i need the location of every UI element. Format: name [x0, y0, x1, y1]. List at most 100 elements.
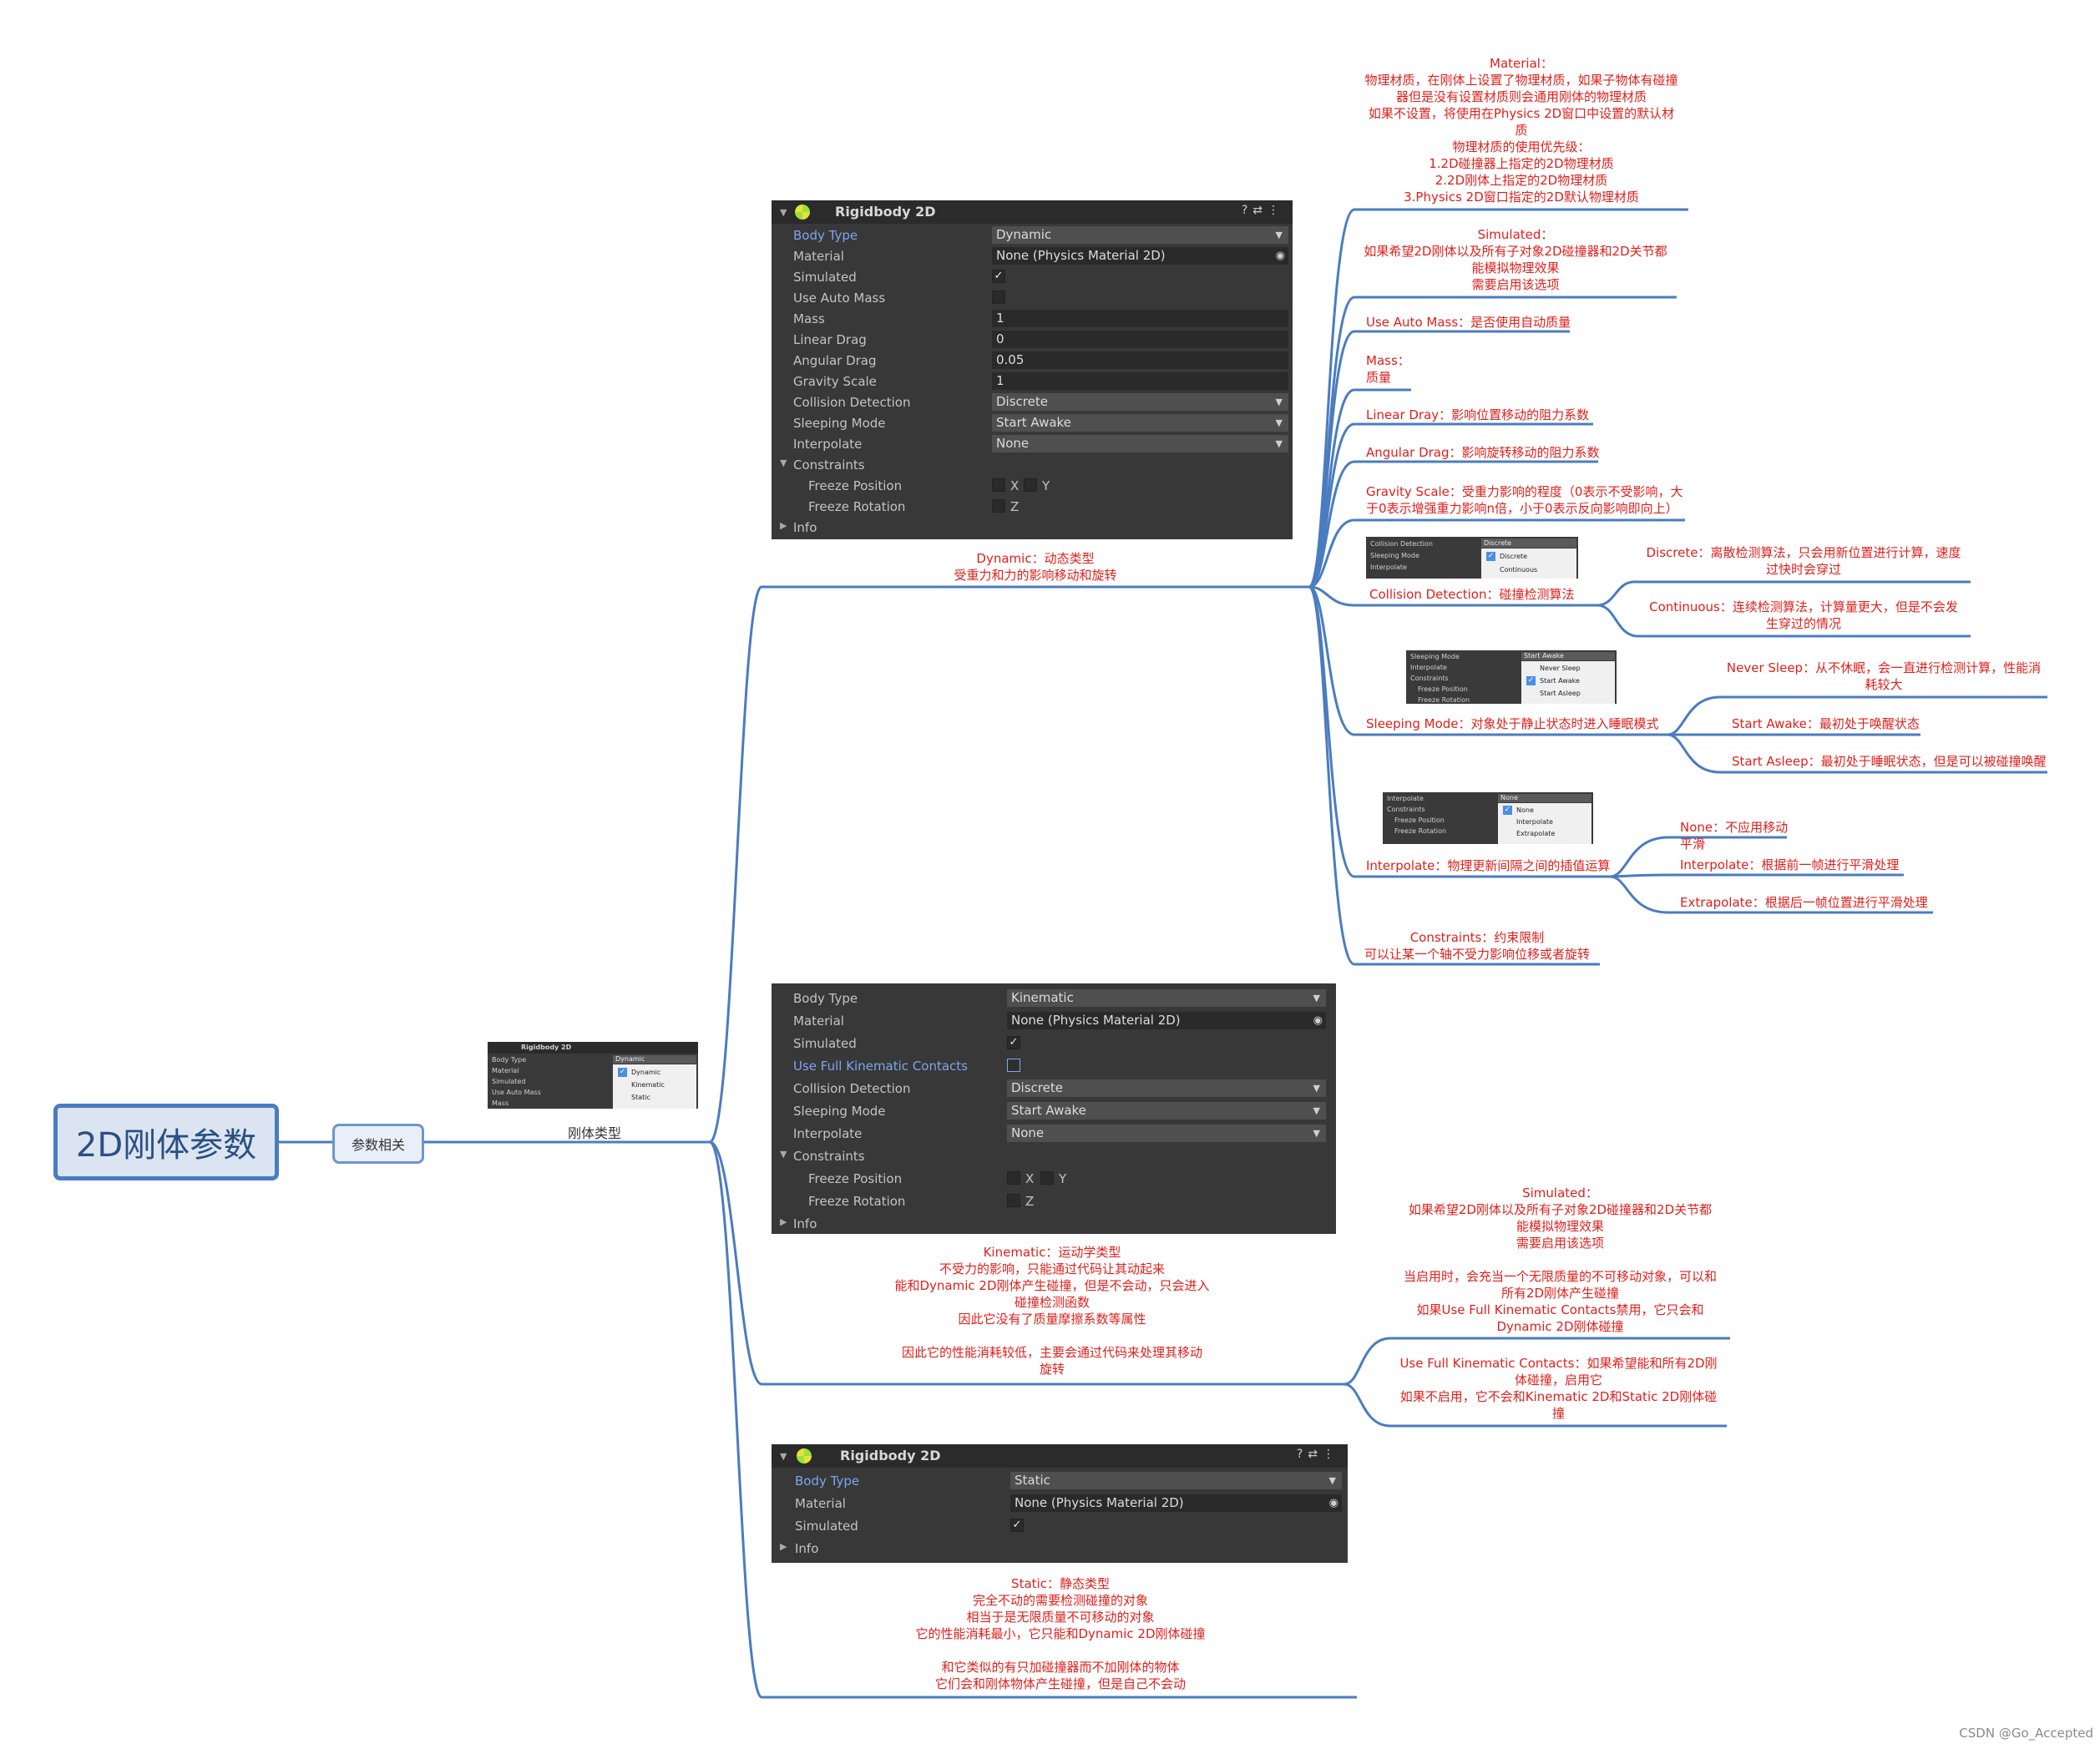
angular-drag-field[interactable]: 0.05	[992, 351, 1288, 369]
root-title: 2D刚体参数	[75, 1126, 257, 1165]
prop-label: Freeze Rotation	[808, 499, 906, 514]
note-kinematic: Kinematic：运动学类型 不受力的影响，只能通过代码让其动起来 能和Dyn…	[894, 1245, 1210, 1377]
fold-arrow-icon[interactable]: ▼	[780, 1149, 787, 1160]
note-constraints: Constraints：约束限制 可以让某一个轴不受力影响位移或者旋转	[1364, 930, 1590, 962]
mini-row: Interpolate	[1387, 795, 1424, 802]
fold-arrow-icon[interactable]: ▼	[780, 457, 787, 468]
note-start-asleep: Start Asleep：最初处于睡眠状态，但是可以被碰撞唤醒	[1732, 754, 2047, 769]
gravity-scale-field[interactable]: 1	[992, 372, 1288, 390]
mini-interpolate-thumbnail: Interpolate Constraints Freeze Position …	[1383, 792, 1593, 844]
caret-down-icon: ▼	[1275, 397, 1283, 407]
simulated-checkbox[interactable]: ✓	[992, 270, 1005, 283]
object-picker-icon[interactable]: ◉	[1313, 1014, 1323, 1027]
interpolate-dropdown[interactable]: None ▼	[1007, 1125, 1326, 1142]
fold-arrow-icon[interactable]: ▼	[780, 1451, 787, 1462]
fold-arrow-icon[interactable]: ▶	[780, 520, 787, 531]
prop-label: Constraints	[793, 1149, 865, 1164]
branch-label: 刚体类型	[568, 1125, 622, 1141]
prop-label: Collision Detection	[793, 395, 911, 410]
simulated-checkbox[interactable]: ✓	[1010, 1519, 1024, 1532]
mini-row: Freeze Rotation	[1394, 827, 1447, 835]
panel-tools-icons[interactable]: ?⇄⋮	[1296, 1448, 1339, 1461]
mini-dropdown-menu: ✓ Dynamic Kinematic Static	[613, 1064, 696, 1109]
note-dynamic: Dynamic：动态类型 受重力和力的影响移动和旋转	[954, 551, 1117, 583]
dropdown-value: Discrete	[1011, 1080, 1063, 1095]
panel-title: Rigidbody 2D	[840, 1448, 941, 1463]
body-type-dropdown[interactable]: Kinematic▼	[1007, 989, 1326, 1007]
body-type-dropdown[interactable]: Static▼	[1010, 1472, 1342, 1489]
mini-dropdown-menu: ✓ Discrete Continuous	[1481, 548, 1576, 579]
axis-label: Z	[1025, 1194, 1035, 1209]
mini-row: Body Type	[492, 1056, 527, 1064]
field-value: 1	[996, 373, 1004, 388]
material-field[interactable]: None (Physics Material 2D)◉	[1010, 1494, 1342, 1512]
prop-label: Info	[793, 1216, 817, 1231]
prop-label: Body Type	[795, 1474, 860, 1489]
prop-label: Info	[795, 1541, 819, 1556]
mini-collision-thumbnail: Collision Detection Sleeping Mode Interp…	[1366, 537, 1578, 579]
root-node[interactable]: 2D刚体参数	[53, 1104, 279, 1180]
mini-selected: Discrete	[1481, 538, 1576, 548]
simulated-checkbox[interactable]: ✓	[1007, 1036, 1020, 1049]
caret-down-icon: ▼	[1313, 1128, 1320, 1139]
check-icon: ✓	[1526, 676, 1536, 685]
axis-label: Y	[1042, 478, 1050, 493]
caret-down-icon: ▼	[1275, 438, 1283, 449]
sleeping-mode-dropdown[interactable]: Start Awake▼	[1007, 1102, 1326, 1120]
object-picker-icon[interactable]: ◉	[1328, 1497, 1338, 1509]
full-kinematic-contacts-checkbox[interactable]	[1007, 1059, 1020, 1072]
linear-drag-field[interactable]: 0	[992, 331, 1288, 348]
body-type-dropdown[interactable]: Dynamic ▼	[992, 226, 1288, 244]
caret-down-icon: ▼	[1275, 417, 1283, 428]
dropdown-value: Static	[1015, 1473, 1050, 1488]
sleeping-mode-dropdown[interactable]: Start Awake▼	[992, 414, 1288, 432]
caret-down-icon: ▼	[1275, 230, 1283, 240]
check-icon: ✓	[618, 1068, 627, 1077]
dropdown-value: Dynamic	[996, 227, 1052, 242]
freeze-x-checkbox[interactable]	[1007, 1171, 1020, 1185]
dropdown-value: None	[1011, 1125, 1045, 1140]
mini-title: Rigidbody 2D	[521, 1044, 572, 1051]
fold-arrow-icon[interactable]: ▼	[780, 207, 787, 218]
rigidbody-logo-icon	[797, 1448, 812, 1463]
object-picker-icon[interactable]: ◉	[1275, 250, 1285, 262]
freeze-z-checkbox[interactable]	[1007, 1194, 1020, 1207]
note-use-auto-mass: Use Auto Mass：是否使用自动质量	[1366, 315, 1571, 330]
prop-label: Simulated	[793, 1036, 857, 1051]
collision-detection-dropdown[interactable]: Discrete▼	[992, 393, 1288, 411]
freeze-z-checkbox[interactable]	[992, 499, 1005, 513]
mass-field[interactable]: 1	[992, 310, 1288, 327]
mini-option: None	[1516, 806, 1534, 814]
prop-label: Body Type	[793, 228, 858, 243]
mini-dropdown-menu: ✓ None Interpolate Extrapolate	[1498, 803, 1591, 844]
note-continuous: Continuous：连续检测算法，计算量更大，但是不会发 生穿过的情况	[1649, 599, 1958, 631]
sub-node[interactable]: 参数相关	[332, 1124, 424, 1164]
prop-label: Interpolate	[793, 437, 863, 452]
interpolate-dropdown[interactable]: None▼	[992, 435, 1288, 452]
freeze-x-checkbox[interactable]	[992, 478, 1005, 492]
axis-label: Y	[1059, 1171, 1067, 1186]
mini-row: Interpolate	[1370, 564, 1407, 571]
mini-row: Interpolate	[1410, 664, 1447, 671]
prop-label: Collision Detection	[793, 1081, 911, 1096]
sub-title: 参数相关	[351, 1137, 405, 1153]
mini-row: Sleeping Mode	[1370, 552, 1419, 559]
fold-arrow-icon[interactable]: ▶	[780, 1541, 787, 1552]
prop-label: Material	[795, 1496, 846, 1511]
freeze-y-checkbox[interactable]	[1024, 478, 1037, 492]
material-field[interactable]: None (Physics Material 2D)◉	[1007, 1012, 1326, 1029]
panel-tools-icons[interactable]: ?⇄⋮	[1241, 204, 1284, 217]
note-extrapolate: Extrapolate：根据后一帧位置进行平滑处理	[1680, 895, 1928, 910]
note-sleeping-mode: Sleeping Mode：对象处于静止状态时进入睡眠模式	[1366, 716, 1659, 731]
material-field[interactable]: None (Physics Material 2D) ◉	[992, 247, 1288, 265]
collision-detection-dropdown[interactable]: Discrete▼	[1007, 1079, 1326, 1097]
fold-arrow-icon[interactable]: ▶	[780, 1216, 787, 1227]
freeze-y-checkbox[interactable]	[1040, 1171, 1054, 1185]
field-value: None (Physics Material 2D)	[996, 248, 1166, 263]
mini-row: Collision Detection	[1370, 540, 1433, 548]
mini-row: Simulated	[492, 1078, 526, 1085]
connector-static	[708, 1140, 763, 1699]
note-linear-drag: Linear Dray：影响位置移动的阻力系数	[1366, 407, 1590, 422]
use-auto-mass-checkbox[interactable]	[992, 291, 1005, 304]
